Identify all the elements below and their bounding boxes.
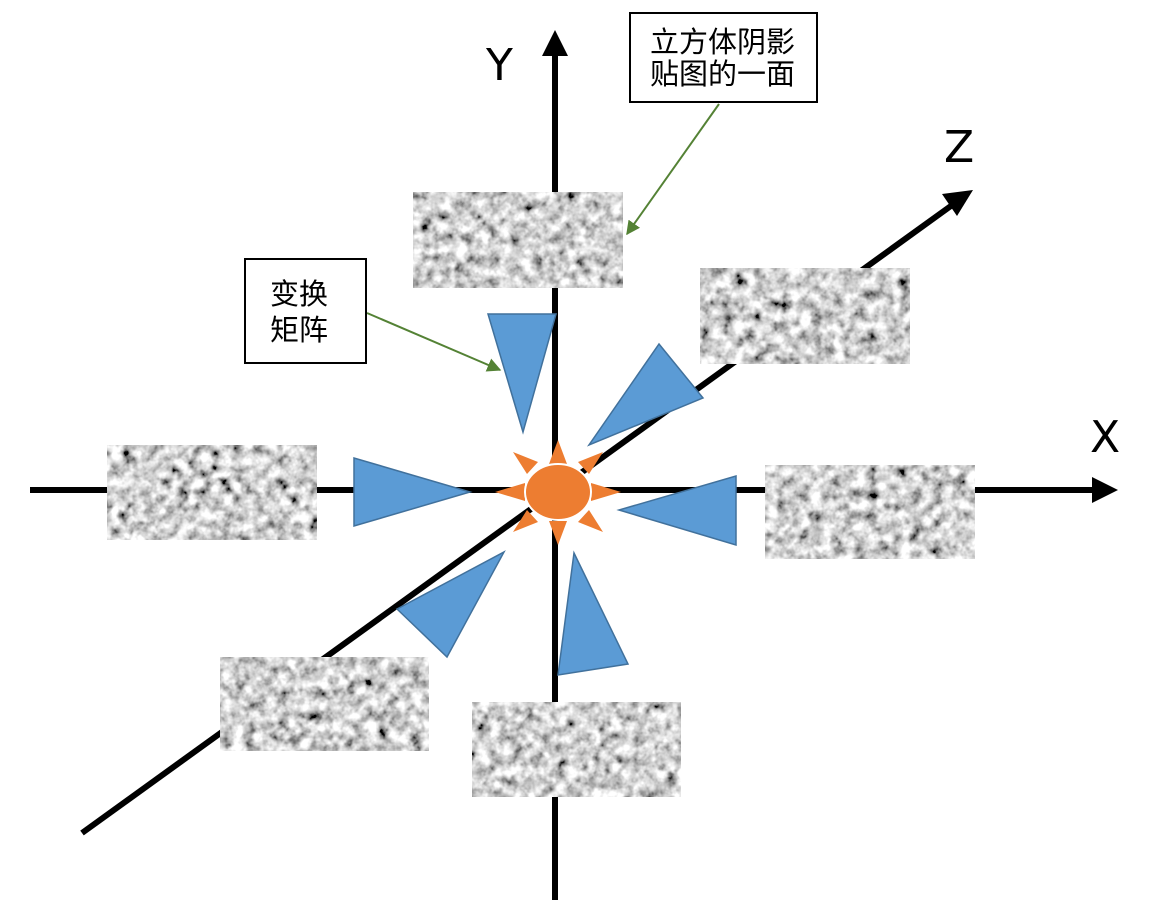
- x-axis-arrowhead: [1092, 477, 1118, 503]
- y-axis-arrowhead: [542, 30, 568, 56]
- callout-cube-face: 立方体阴影 贴图的一面: [626, 12, 818, 236]
- light-ray-top-right: [578, 452, 603, 474]
- light-ray-top: [549, 440, 567, 464]
- light-ray-right: [591, 483, 621, 501]
- light-ray-bottom-left: [513, 510, 538, 532]
- light-ray-top-left: [513, 452, 538, 474]
- light-ray-left: [495, 483, 525, 501]
- light-ray-bottom: [549, 521, 567, 545]
- frustum-triangle-bottom-left: [395, 550, 506, 659]
- shadow-face-top: [413, 192, 623, 288]
- callout-cube-face-line1: 立方体阴影: [650, 25, 795, 59]
- z-axis-label: Z: [944, 122, 974, 173]
- shadow-face-bottom-left: [220, 657, 429, 751]
- callout-transform-box: [244, 258, 367, 364]
- shadow-face-bottom: [472, 702, 681, 797]
- frustum-triangle-top: [486, 313, 557, 435]
- x-axis-label: X: [1090, 412, 1120, 463]
- callout-transform-matrix: 变换 矩阵: [244, 258, 502, 372]
- frustum-triangle-right: [616, 475, 737, 547]
- y-axis-label: Y: [485, 40, 513, 91]
- z-axis-arrowhead: [942, 190, 973, 216]
- shadow-face-right: [765, 465, 975, 559]
- shadow-map-faces: [107, 192, 975, 797]
- callout-cube-face-box: [629, 12, 818, 103]
- callout-cube-face-leader: [626, 103, 720, 236]
- callout-transform-leader: [366, 312, 502, 372]
- frustum-triangles: [353, 313, 737, 676]
- callout-transform-line2: 矩阵: [270, 313, 328, 347]
- callout-transform-line1: 变换: [270, 277, 328, 311]
- shadow-face-top-right: [700, 268, 910, 364]
- frustum-triangle-bottom: [557, 550, 630, 676]
- frustum-triangle-left: [353, 456, 473, 528]
- point-light-source: [495, 440, 621, 545]
- shadow-face-left: [107, 445, 317, 540]
- callout-cube-face-line2: 贴图的一面: [650, 57, 795, 91]
- frustum-triangle-top-right: [586, 342, 705, 447]
- light-core: [524, 463, 592, 521]
- light-ray-bottom-right: [578, 510, 603, 532]
